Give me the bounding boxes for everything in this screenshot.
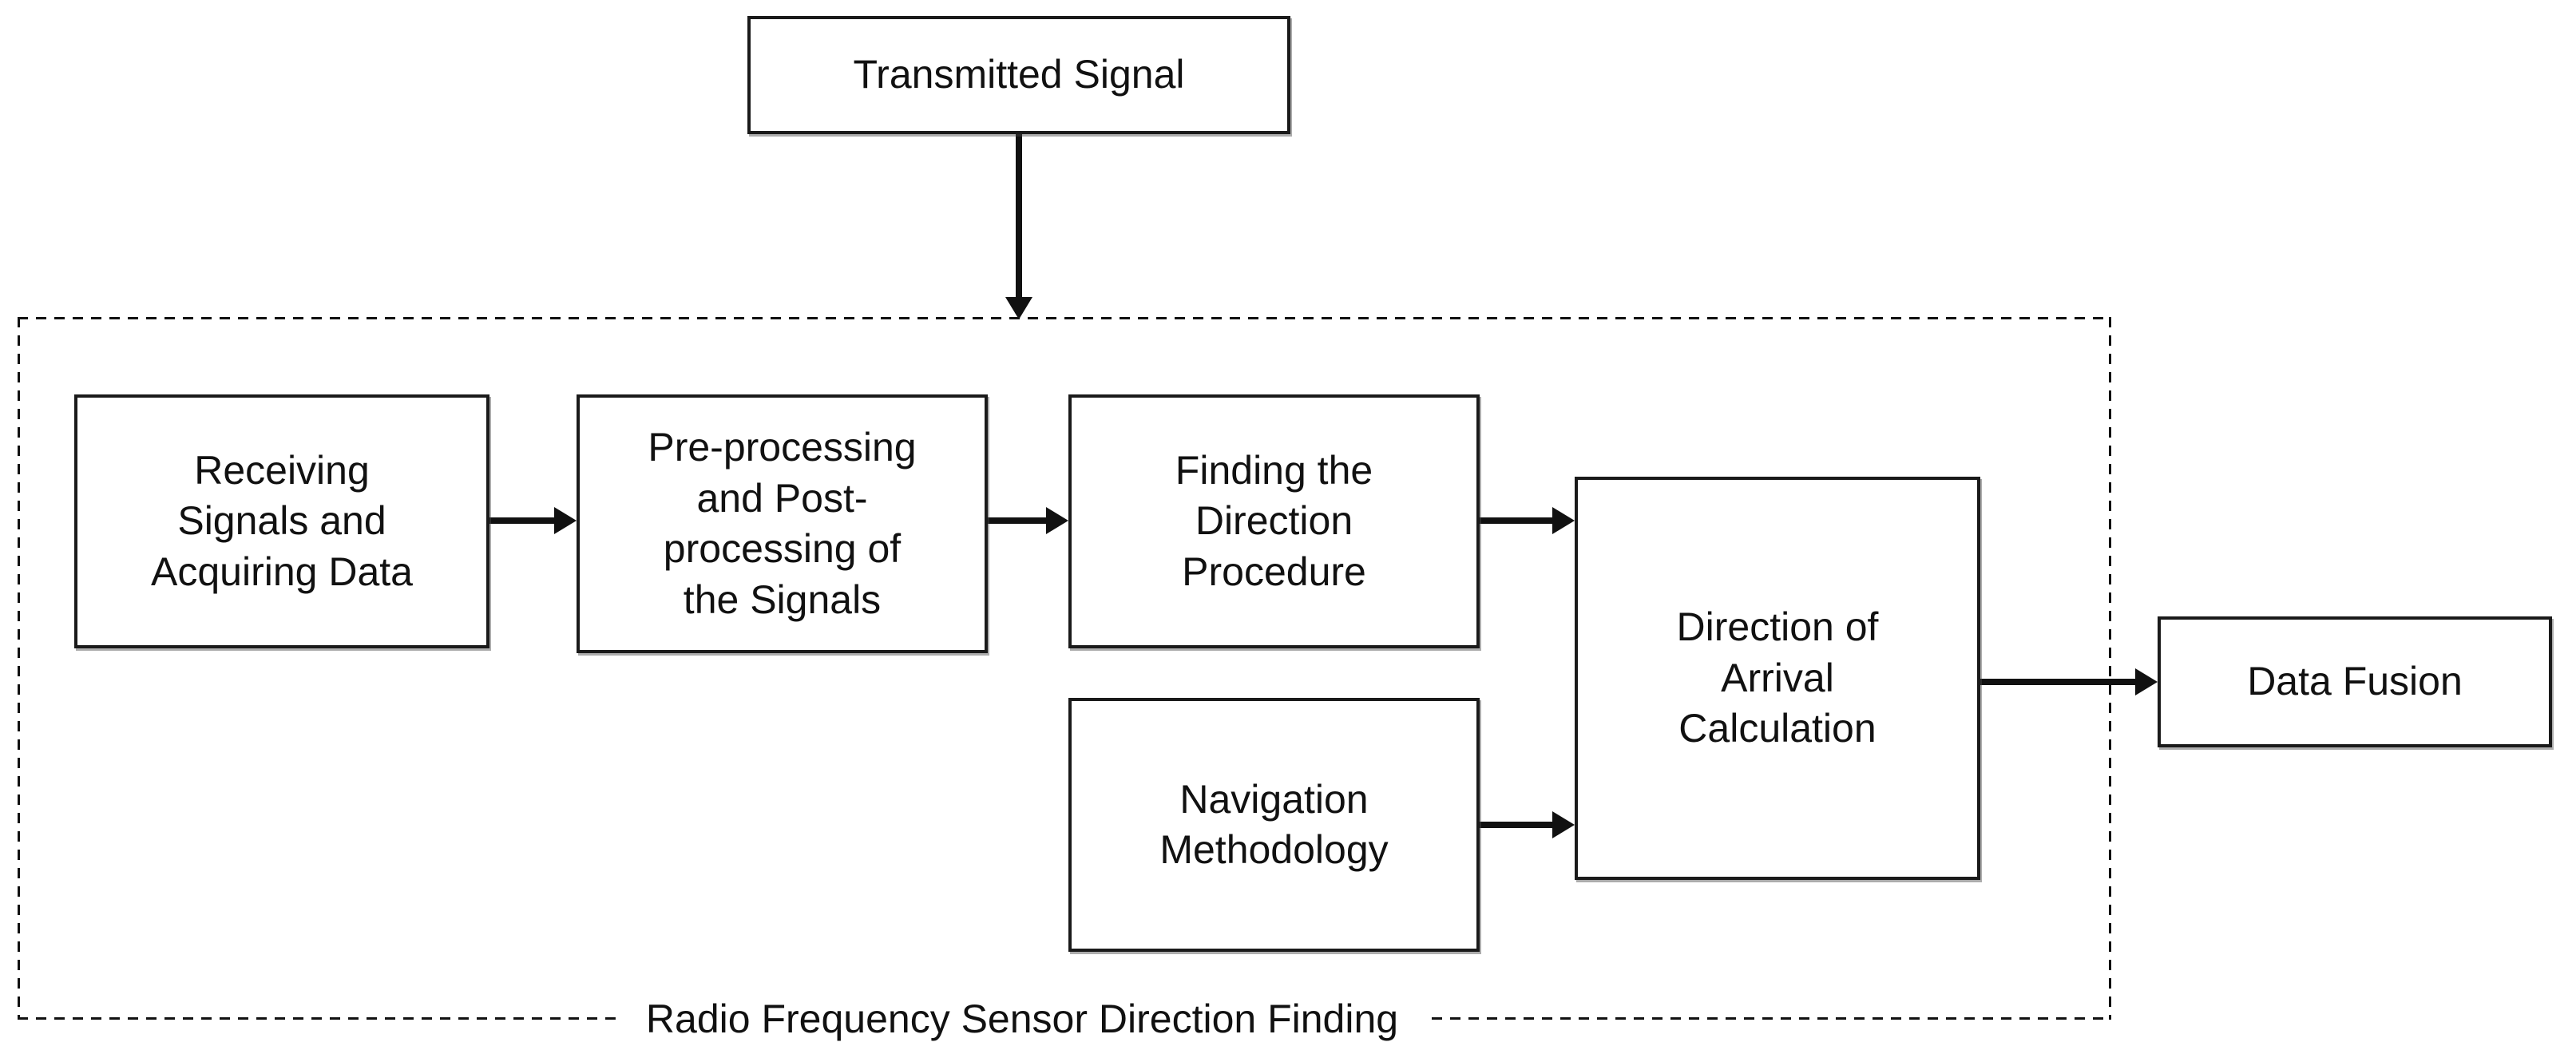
node-receiving-signals: Receiving Signals and Acquiring Data	[74, 394, 489, 648]
node-finding-direction-label: Finding the Direction Procedure	[1175, 447, 1373, 594]
node-transmitted-signal: Transmitted Signal	[747, 16, 1290, 134]
node-data-fusion-label: Data Fusion	[2247, 659, 2463, 704]
node-pre-post-processing-label: Pre-processing and Post- processing of t…	[648, 425, 917, 622]
arrow-doa-to-data-fusion	[1980, 679, 2135, 685]
container-caption: Radio Frequency Sensor Direction Finding	[615, 993, 1429, 1045]
arrow-transmitted-to-container	[1016, 134, 1022, 297]
arrow-preprocessing-to-finding	[988, 517, 1046, 524]
node-transmitted-signal-label: Transmitted Signal	[853, 52, 1185, 97]
container-border-left	[18, 317, 20, 1020]
node-navigation-methodology: Navigation Methodology	[1068, 698, 1480, 952]
node-pre-post-processing: Pre-processing and Post- processing of t…	[577, 394, 988, 653]
node-receiving-signals-label: Receiving Signals and Acquiring Data	[151, 447, 413, 594]
node-data-fusion: Data Fusion	[2158, 616, 2552, 747]
node-doa-calculation: Direction of Arrival Calculation	[1575, 477, 1980, 880]
arrow-receiving-to-preprocessing	[489, 517, 554, 524]
container-border-top	[18, 317, 2111, 319]
node-doa-calculation-label: Direction of Arrival Calculation	[1676, 604, 1879, 751]
node-navigation-methodology-label: Navigation Methodology	[1159, 776, 1389, 873]
container-border-right	[2109, 317, 2111, 1020]
arrow-navigation-to-doa	[1480, 822, 1552, 828]
node-finding-direction: Finding the Direction Procedure	[1068, 394, 1480, 648]
arrow-finding-to-doa	[1480, 517, 1552, 524]
